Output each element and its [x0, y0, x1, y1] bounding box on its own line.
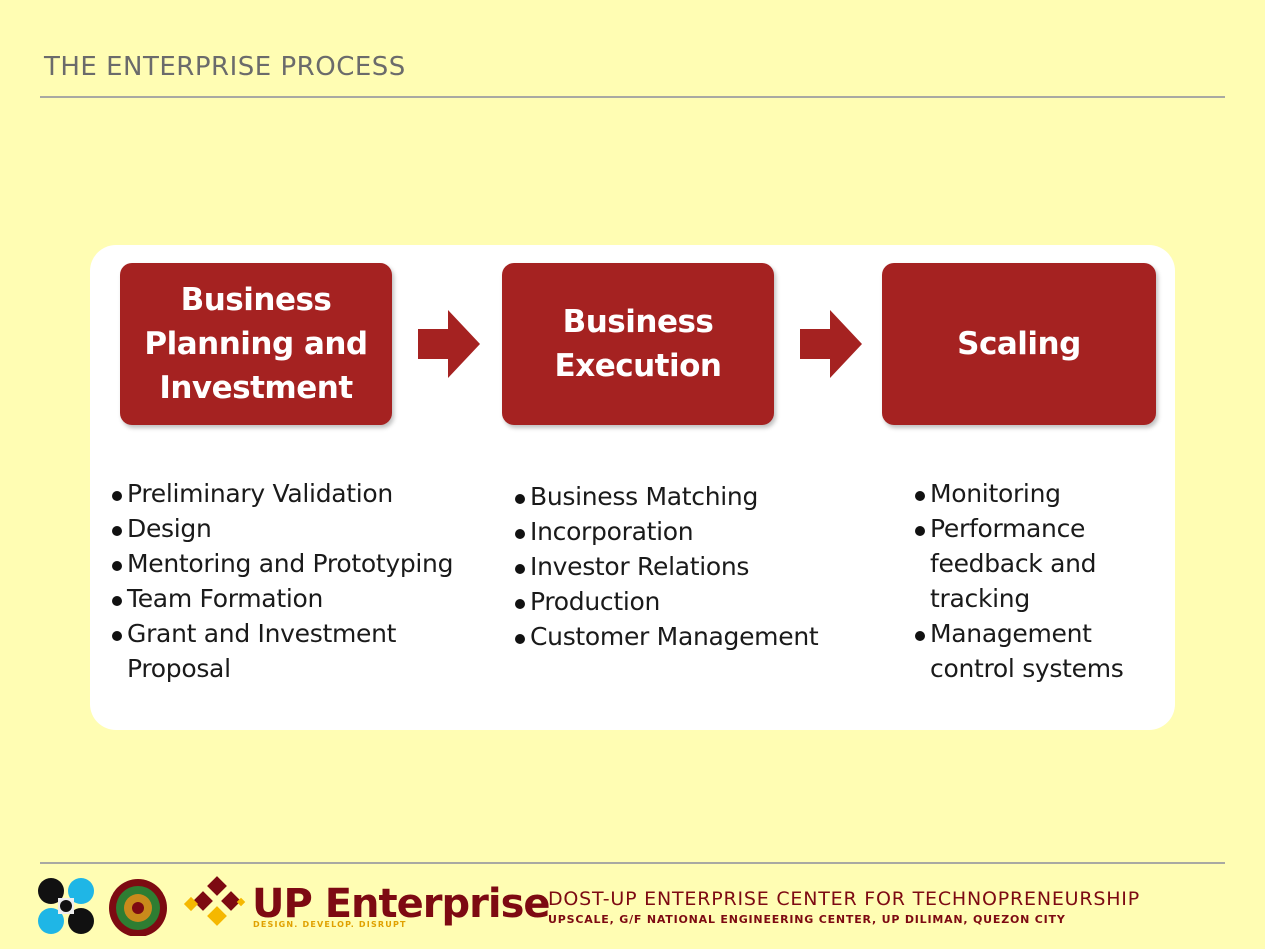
list-item: Production — [513, 584, 853, 619]
scaling-activities-list: Monitoring Performance feedback and trac… — [913, 476, 1143, 686]
list-item: Design — [110, 511, 490, 546]
brand-name: UP Enterprise — [252, 881, 551, 927]
list-item: Business Matching — [513, 479, 853, 514]
footer-logos — [38, 876, 246, 936]
list-item: Monitoring — [913, 476, 1143, 511]
list-item: Mentoring and Prototyping — [110, 546, 490, 581]
stage-title-line: Scaling — [957, 326, 1081, 362]
planning-activities-list: Preliminary Validation Design Mentoring … — [110, 476, 490, 686]
stage-box-planning: Business Planning and Investment — [120, 263, 392, 425]
list-item: Incorporation — [513, 514, 853, 549]
stage-title-line: Execution — [554, 348, 722, 384]
execution-activities-list: Business Matching Incorporation Investor… — [513, 479, 853, 654]
slide-title: THE ENTERPRISE PROCESS — [44, 52, 406, 82]
list-item: Preliminary Validation — [110, 476, 490, 511]
title-divider — [40, 96, 1225, 98]
footer-divider — [40, 862, 1225, 864]
list-item: Performance feedback and tracking — [913, 511, 1130, 616]
list-item: Investor Relations — [513, 549, 853, 584]
list-item: Customer Management — [513, 619, 853, 654]
right-arrow-icon — [800, 310, 862, 378]
list-item: Management control systems — [913, 616, 1150, 686]
center-name: DOST-UP ENTERPRISE CENTER FOR TECHNOPREN… — [548, 888, 1140, 910]
stage-box-scaling: Scaling — [882, 263, 1156, 425]
stage-title-line: Investment — [159, 370, 353, 406]
brand-tagline: DESIGN. DEVELOP. DISRUPT — [253, 920, 407, 929]
right-arrow-icon — [418, 310, 480, 378]
stage-title-line: Planning and — [144, 326, 368, 362]
list-item: Grant and Investment Proposal — [110, 616, 427, 686]
stage-title-line: Business — [562, 304, 714, 340]
up-seal-logo — [109, 879, 167, 936]
up-enterprise-diamond-logo — [183, 876, 246, 926]
stage-title-line: Business — [180, 282, 332, 318]
list-item: Team Formation — [110, 581, 490, 616]
center-address: UPSCALE, G/F NATIONAL ENGINEERING CENTER… — [548, 913, 1066, 926]
dost-logo — [38, 878, 94, 934]
stage-box-execution: Business Execution — [502, 263, 774, 425]
